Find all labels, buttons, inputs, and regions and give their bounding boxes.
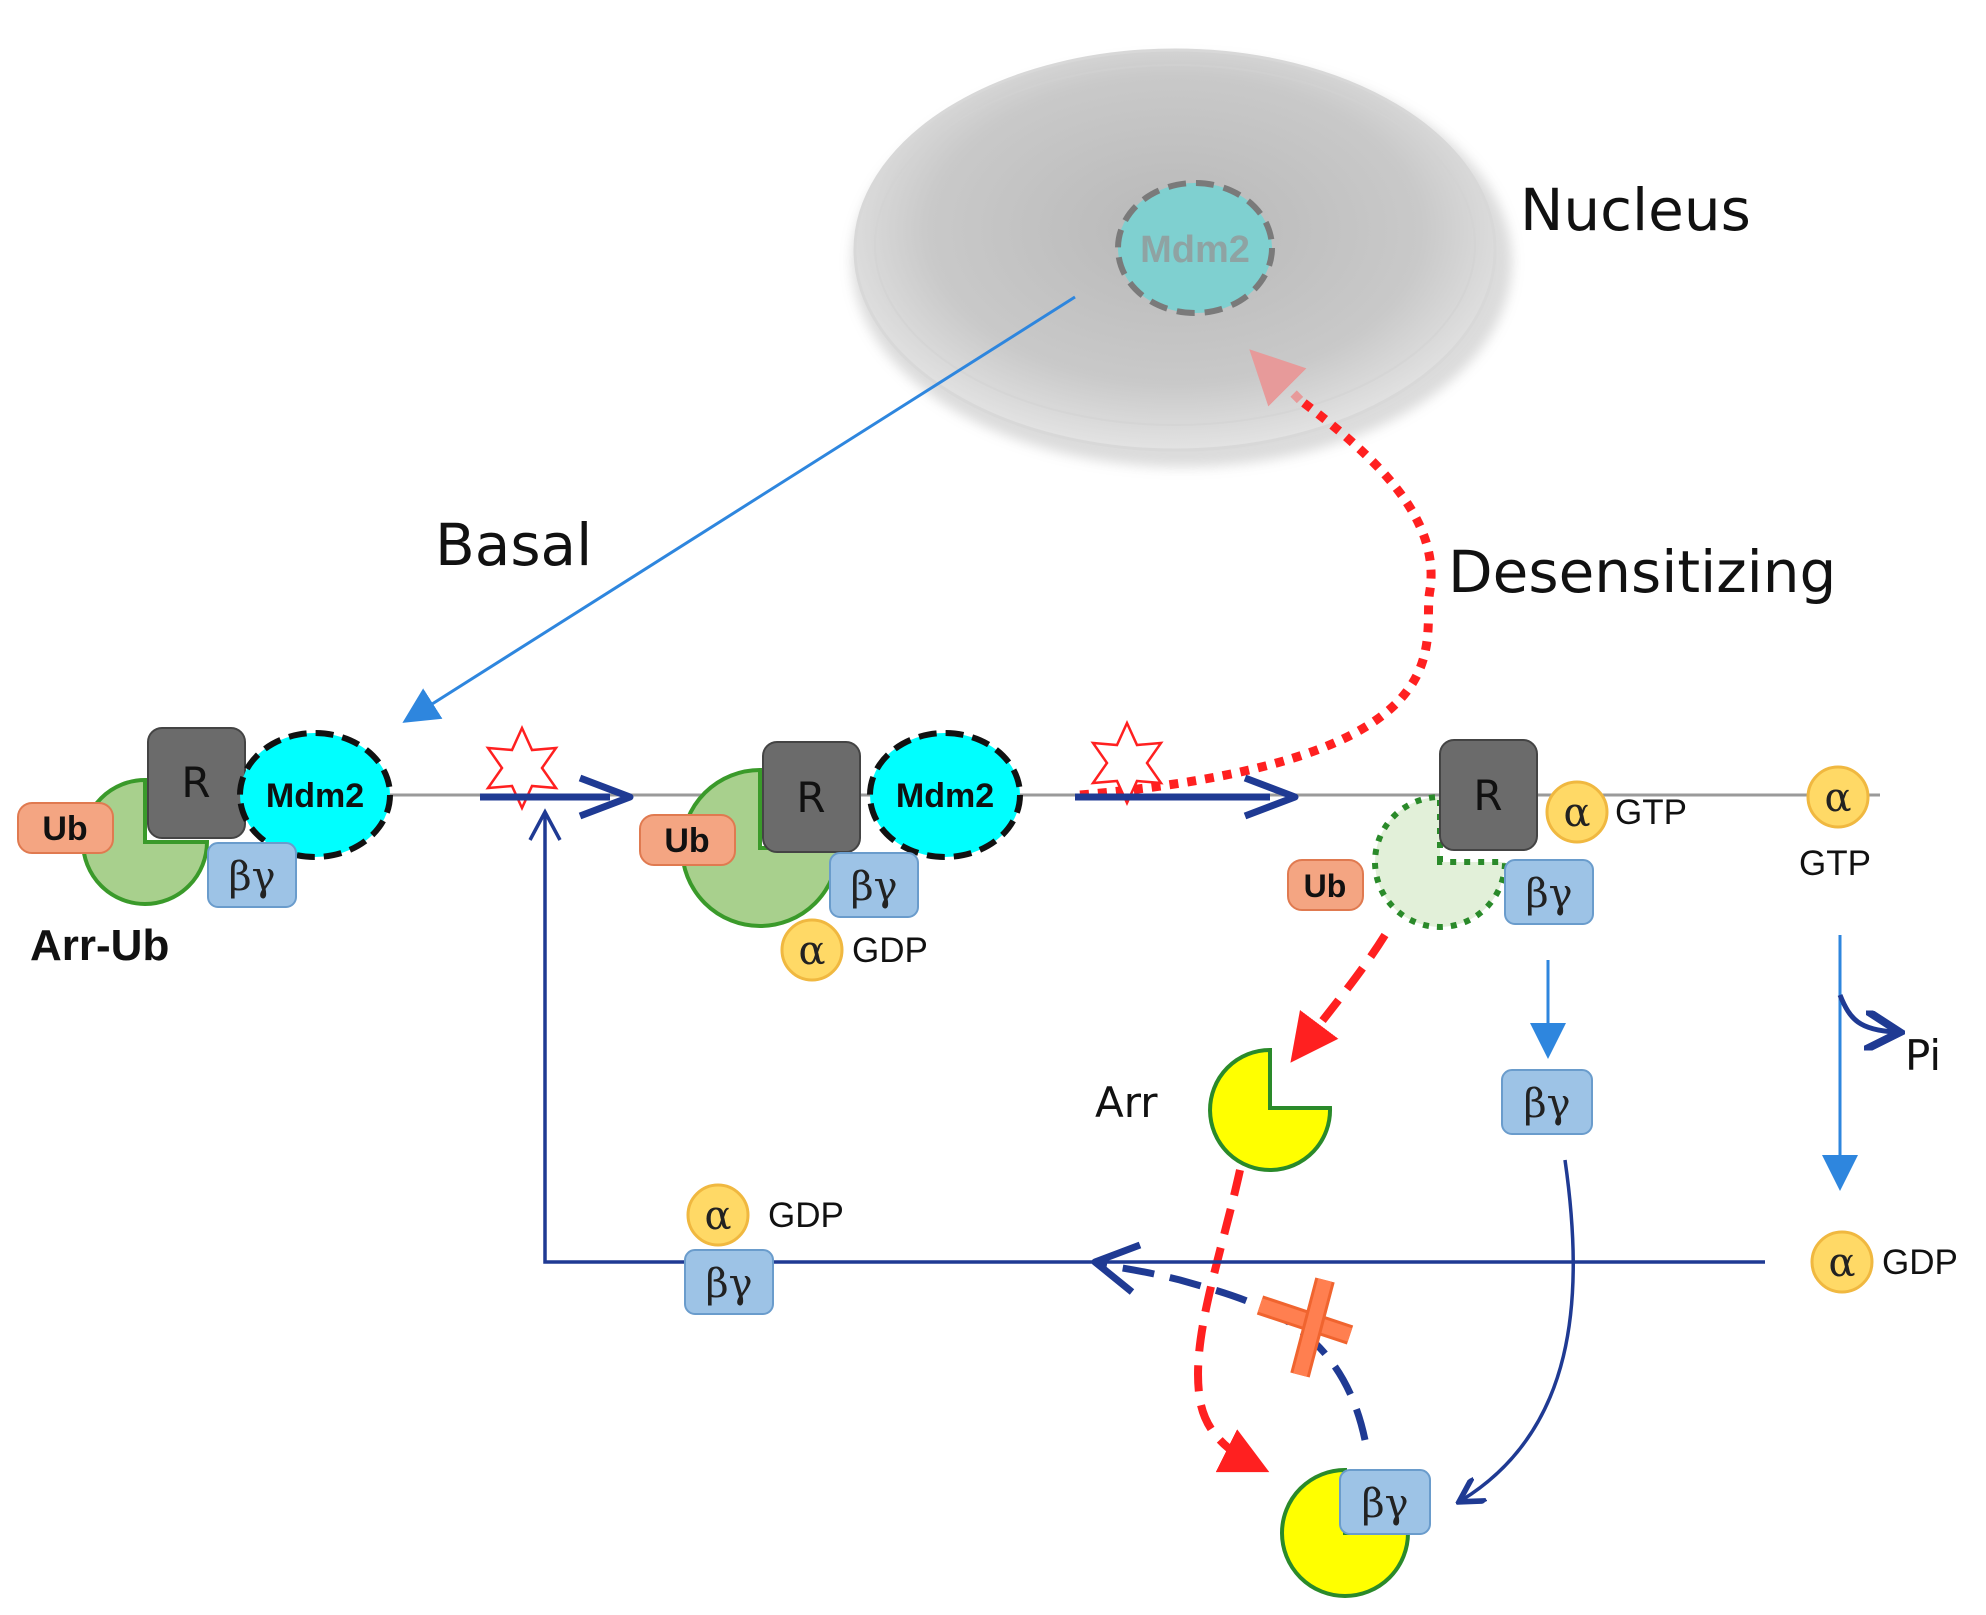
beta-gamma-reassociated <box>684 1249 774 1315</box>
complex-arr-ub-activated: R Mdm2 Ub βγ α GDP <box>639 730 1023 982</box>
arr-ub-label: Arr-Ub <box>30 921 169 970</box>
ub-left <box>17 802 114 854</box>
basal-arrow <box>402 295 1076 723</box>
nucleus: Mdm2 <box>852 48 1512 467</box>
alpha-gdp-reassociated-alpha: α <box>704 1193 731 1239</box>
alpha-gdp-released-gdp: GDP <box>1882 1243 1958 1282</box>
ub-left-label: Ub <box>42 810 87 848</box>
activated-receptor-complex: R Ub βγ α GTP <box>1287 739 1687 930</box>
receptor-right-label: R <box>1473 771 1502 820</box>
receptor-middle <box>762 741 861 853</box>
beta-gamma-left-label: βγ <box>228 854 275 900</box>
alpha-gdp-released-alpha: α <box>1828 1240 1855 1286</box>
activation-star-1 <box>485 724 559 812</box>
beta-gamma-to-arrestin-arrow <box>1462 1159 1575 1500</box>
ub-right <box>1287 859 1364 911</box>
activation-arrow-1-head <box>578 774 634 820</box>
beta-gamma-middle-label: βγ <box>850 864 897 910</box>
mdm2-middle-label: Mdm2 <box>896 777 994 815</box>
beta-gamma-right-label: βγ <box>1525 871 1572 917</box>
pi-label: Pi <box>1905 1031 1941 1080</box>
arrestin-betagamma-binding-arrow <box>1194 1169 1270 1473</box>
alpha-gtp-bound-gtp: GTP <box>1615 793 1687 832</box>
reassociation-path-head <box>528 808 562 841</box>
nucleus-rim <box>874 64 1476 426</box>
beta-gamma-free <box>1501 1069 1593 1135</box>
receptor-left-label: R <box>181 758 210 807</box>
ub-middle-label: Ub <box>664 822 709 860</box>
arrestin-release-arrow <box>1290 932 1389 1063</box>
beta-gamma-free-label: βγ <box>1523 1081 1570 1127</box>
alpha-gtp-free-gtp: GTP <box>1799 844 1871 883</box>
ub-middle <box>639 814 736 866</box>
alpha-gtp-bound-alpha: α <box>1563 790 1590 836</box>
alpha-gdp-middle <box>780 918 844 982</box>
blocked-reassociation-arrow <box>1099 1260 1369 1441</box>
arrestin-dissociating <box>1372 793 1509 930</box>
receptor-right <box>1439 739 1538 851</box>
complex-arr-ub: R Mdm2 Ub βγ Arr-Ub <box>17 727 393 970</box>
nuclear-mdm2 <box>1115 180 1275 316</box>
ub-right-label: Ub <box>1304 868 1347 904</box>
beta-gamma-left <box>207 842 297 908</box>
mdm2-left-label: Mdm2 <box>266 777 364 815</box>
nucleus-label: Nucleus <box>1520 176 1751 244</box>
alpha-gdp-released <box>1810 1230 1874 1294</box>
mdm2-left <box>237 730 393 860</box>
arrestin-ub-left <box>81 777 210 906</box>
mdm2-middle <box>867 730 1023 860</box>
alpha-gdp-middle-alpha: α <box>798 928 825 974</box>
activation-star-2 <box>1090 719 1164 807</box>
alpha-gtp-bound <box>1545 780 1609 844</box>
arr-label: Arr <box>1095 1078 1158 1127</box>
beta-gamma-right <box>1504 859 1594 925</box>
arrestin-ub-middle <box>680 767 841 928</box>
beta-gamma-sequestered <box>1339 1469 1431 1535</box>
desensitizing-label: Desensitizing <box>1448 538 1836 606</box>
alpha-gdp-middle-gdp: GDP <box>852 931 928 970</box>
beta-gamma-middle <box>829 852 919 918</box>
blocked-cross-icon <box>1256 1277 1354 1378</box>
alpha-gtp-free-alpha: α <box>1824 775 1851 821</box>
alpha-gdp-reassociated <box>686 1183 750 1247</box>
nuclear-mdm2-label: Mdm2 <box>1140 229 1250 271</box>
desensitizing-arrow-faded <box>1249 349 1307 407</box>
activation-arrow-2-head <box>1243 774 1299 820</box>
alpha-gdp-reassociated-gdp: GDP <box>768 1196 844 1235</box>
alpha-gtp-free <box>1806 765 1870 829</box>
beta-gamma-reassociated-label: βγ <box>705 1261 752 1307</box>
pi-release-arrow <box>1837 994 1895 1032</box>
reassociation-path <box>543 815 1765 1264</box>
arrestin-free <box>1208 1047 1333 1172</box>
basal-label: Basal <box>435 511 592 579</box>
receptor-middle-label: R <box>796 773 825 822</box>
beta-gamma-sequestered-label: βγ <box>1361 1481 1408 1527</box>
